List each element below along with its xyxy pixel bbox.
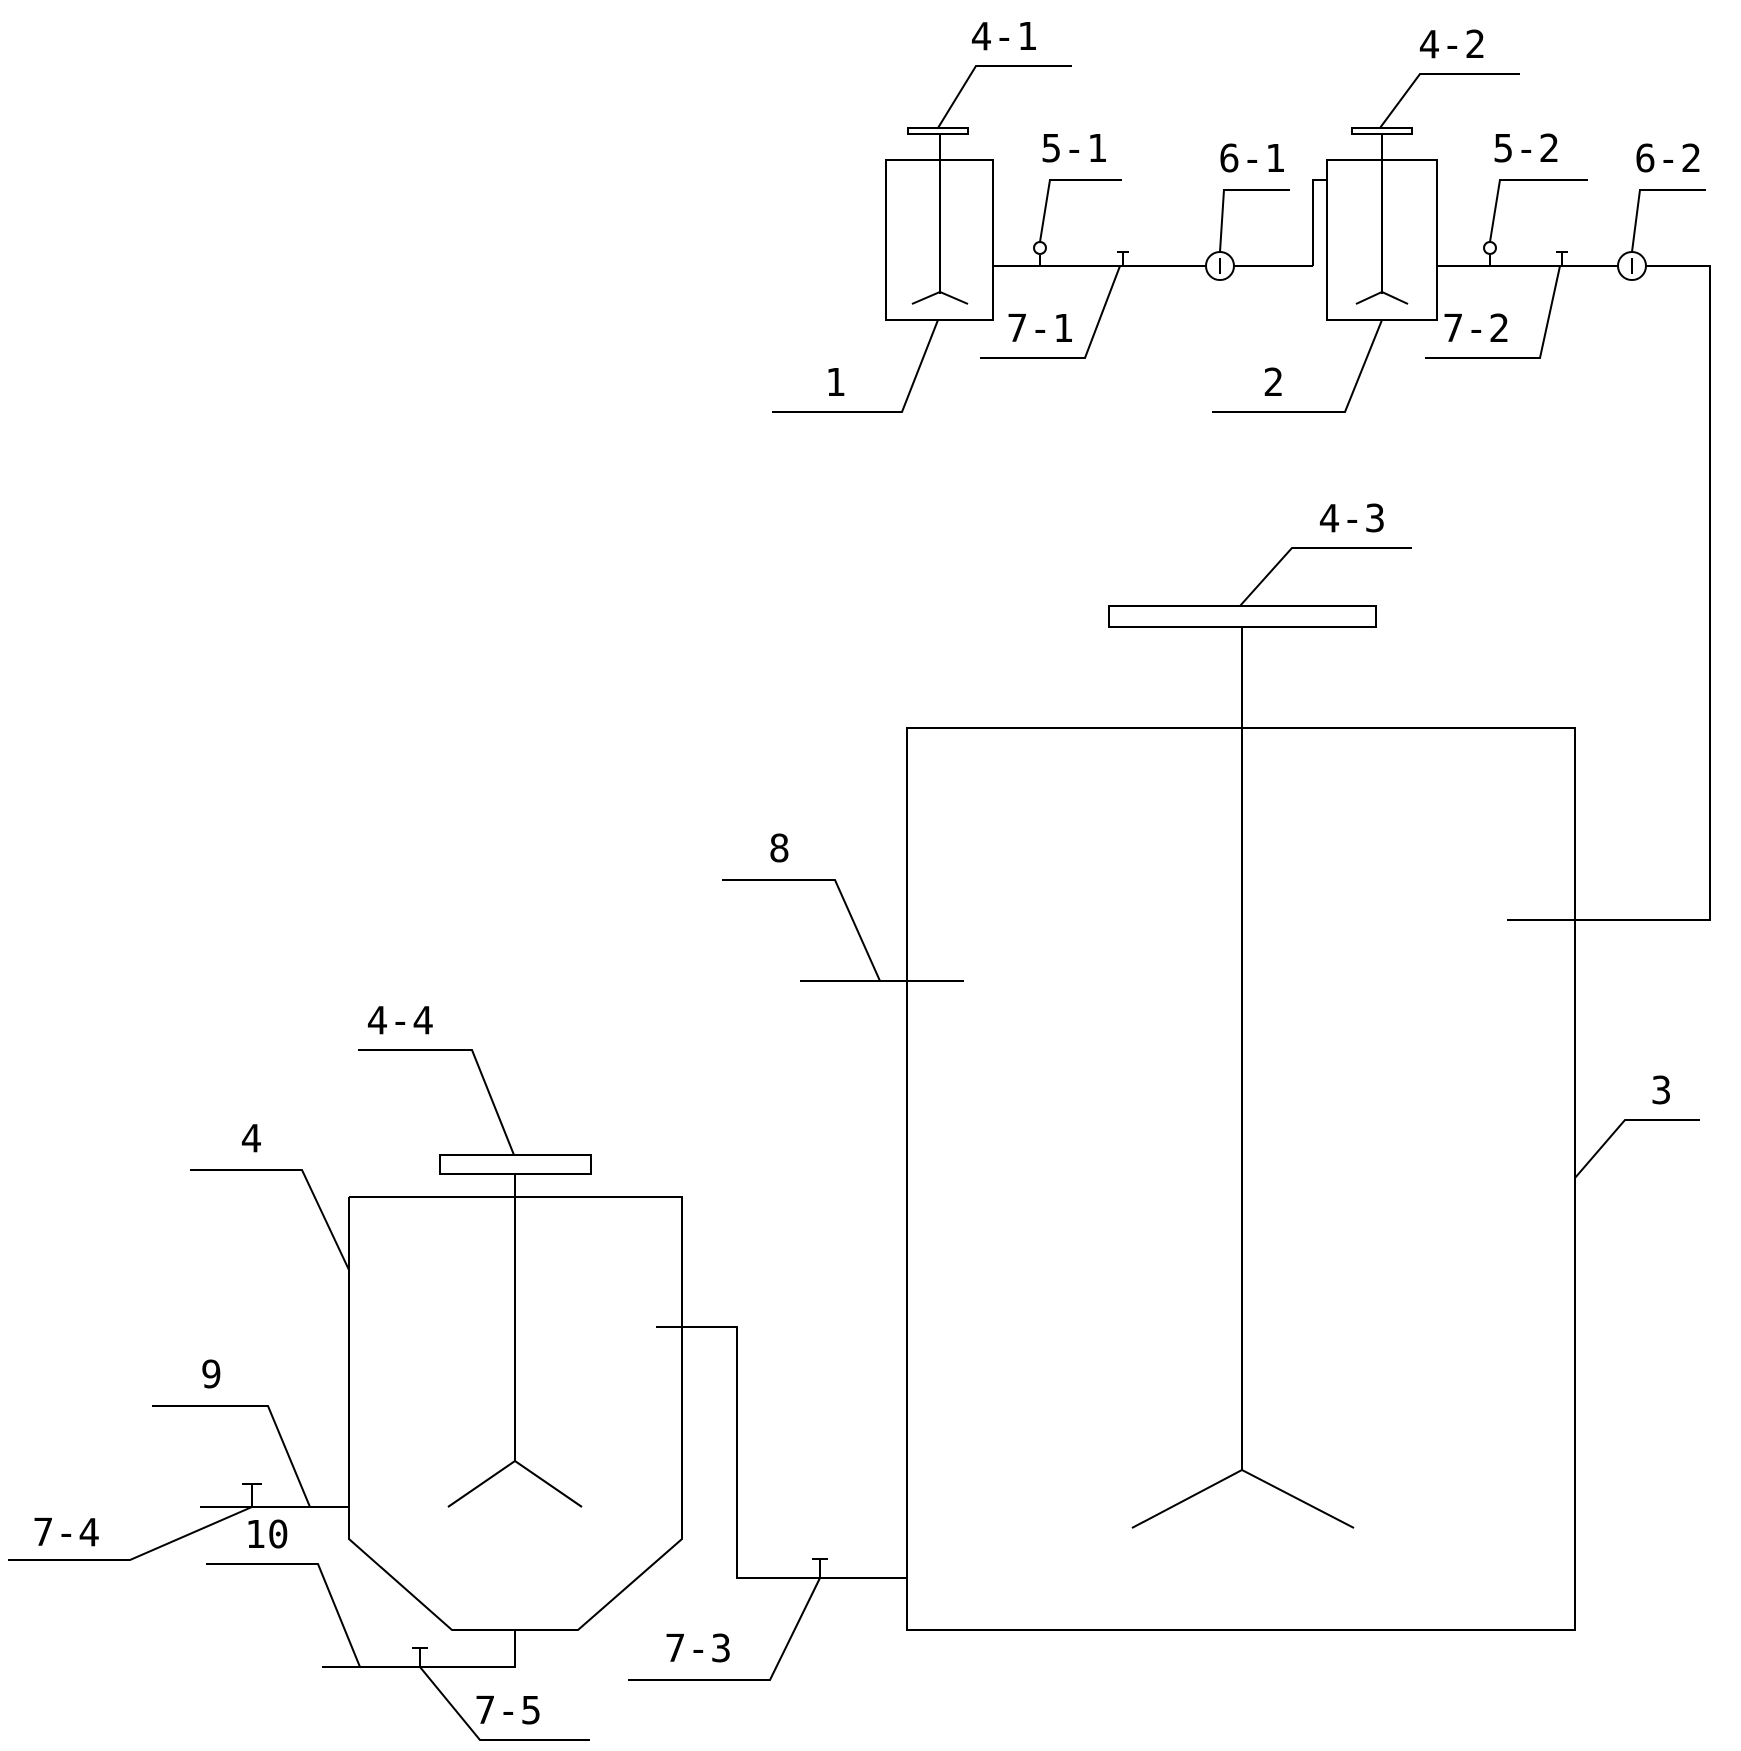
top-pipeline — [993, 179, 1711, 921]
label-7-1: 7-1 — [1006, 307, 1075, 351]
label-4-2: 4-2 — [1418, 23, 1487, 67]
label-2: 2 — [1262, 361, 1285, 405]
agitator-motor-4-4 — [439, 1154, 592, 1175]
leader-lines — [8, 65, 1706, 1741]
pump-6-1 — [1205, 251, 1235, 281]
label-6-2: 6-2 — [1634, 137, 1703, 181]
label-6-1: 6-1 — [1218, 137, 1287, 181]
valve-7-1 — [1117, 251, 1129, 266]
label-7-2: 7-2 — [1442, 307, 1511, 351]
valve-7-4 — [242, 1483, 262, 1507]
tank-4 — [348, 1174, 683, 1631]
label-5-1: 5-1 — [1040, 127, 1109, 171]
gauge-5-2 — [1483, 241, 1497, 266]
agitator-motor-4-1 — [907, 127, 969, 135]
label-7-3: 7-3 — [664, 1627, 733, 1671]
pump-6-2 — [1617, 251, 1647, 281]
labels: 4-1 4-2 5-1 5-2 6-1 6-2 7-1 7-2 1 2 4-3 … — [32, 15, 1703, 1733]
label-4-1: 4-1 — [970, 15, 1039, 59]
agitator-motor-4-2 — [1351, 127, 1413, 135]
label-5-2: 5-2 — [1492, 127, 1561, 171]
label-3: 3 — [1650, 1069, 1673, 1113]
label-4-3: 4-3 — [1318, 497, 1387, 541]
transfer-pipe — [656, 1326, 907, 1579]
label-9: 9 — [200, 1353, 223, 1397]
label-4-4: 4-4 — [366, 999, 435, 1043]
tank-1 — [885, 133, 994, 321]
label-7-5: 7-5 — [474, 1689, 543, 1733]
label-4: 4 — [240, 1117, 263, 1161]
valve-7-3 — [812, 1558, 828, 1578]
tank-2 — [1326, 133, 1438, 321]
label-8: 8 — [768, 827, 791, 871]
bottom-outlet-10 — [322, 1630, 516, 1668]
gauge-5-1 — [1033, 241, 1047, 266]
agitator-motor-4-3 — [1108, 605, 1377, 628]
label-1: 1 — [824, 361, 847, 405]
valve-7-2 — [1556, 251, 1568, 266]
label-7-4: 7-4 — [32, 1511, 101, 1555]
valve-7-5 — [412, 1647, 428, 1667]
label-10: 10 — [244, 1513, 290, 1557]
tank-3 — [906, 627, 1576, 1631]
